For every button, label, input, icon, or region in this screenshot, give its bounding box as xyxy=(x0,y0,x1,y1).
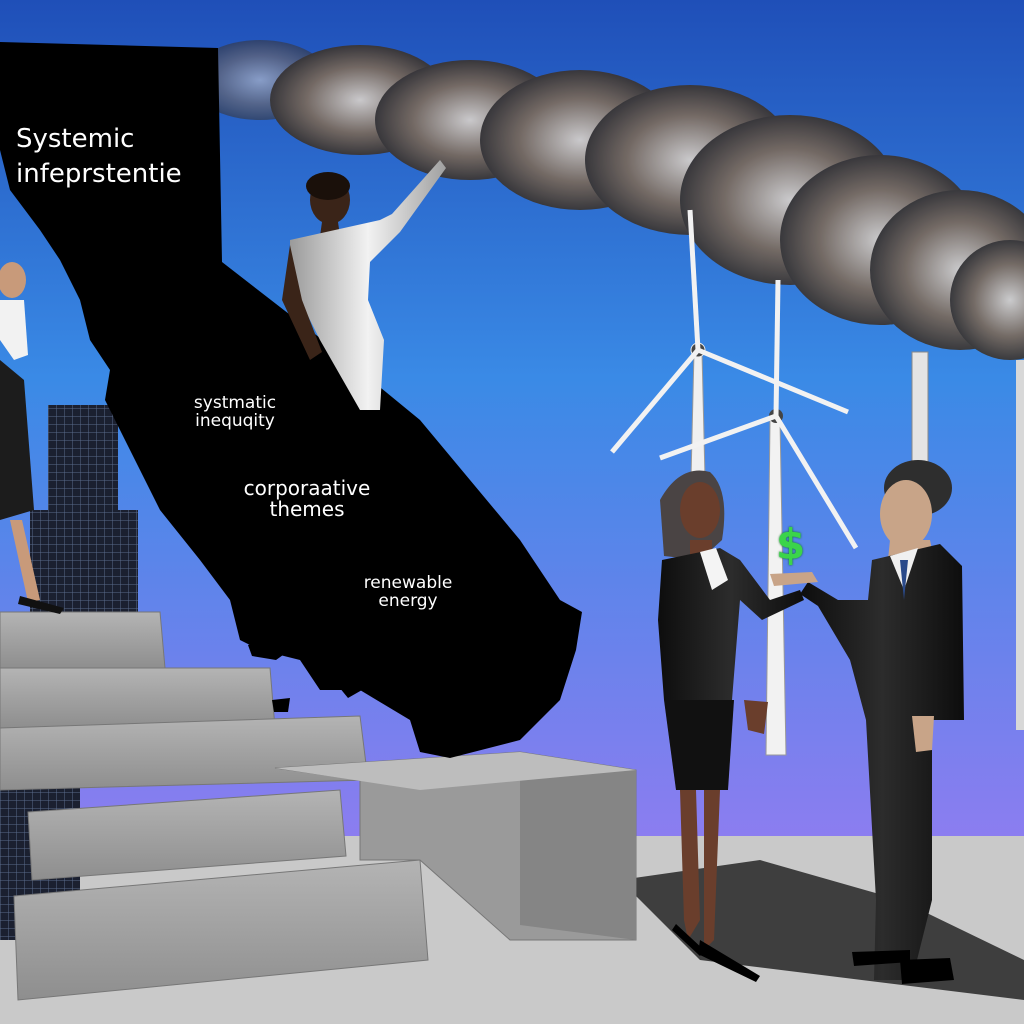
map-label-line: renewable xyxy=(363,573,453,593)
hand xyxy=(770,572,818,586)
map-title-line: Systemic xyxy=(16,124,135,154)
map-label-line: systmatic xyxy=(193,393,277,413)
map-label-line: themes xyxy=(269,497,345,521)
dollar-icon: $ xyxy=(776,520,806,569)
map-label-inequity: systmatic inequqity xyxy=(180,393,290,431)
smoke-plume xyxy=(190,40,1024,360)
island xyxy=(330,670,362,698)
map-label-line: inequqity xyxy=(195,410,275,431)
map-title-line: infeprstentie xyxy=(16,159,182,190)
woman-left xyxy=(0,262,64,614)
smokestack xyxy=(911,351,929,471)
woman-pointing xyxy=(282,160,446,410)
map-label-corporate: corporaative themes xyxy=(232,478,382,520)
businessman xyxy=(800,460,964,984)
map-title: Systemic infeprstentie xyxy=(16,122,182,192)
wind-turbine xyxy=(659,279,859,756)
businesswoman xyxy=(658,470,804,982)
map-label-line: corporaative xyxy=(243,476,371,500)
california-map xyxy=(0,42,582,758)
smokestack xyxy=(1016,360,1024,730)
island xyxy=(272,698,290,712)
map-label-line: energy xyxy=(378,590,438,611)
concrete-steps xyxy=(0,611,637,1001)
map-label-renewable: renewable energy xyxy=(348,573,468,611)
island xyxy=(248,640,290,660)
